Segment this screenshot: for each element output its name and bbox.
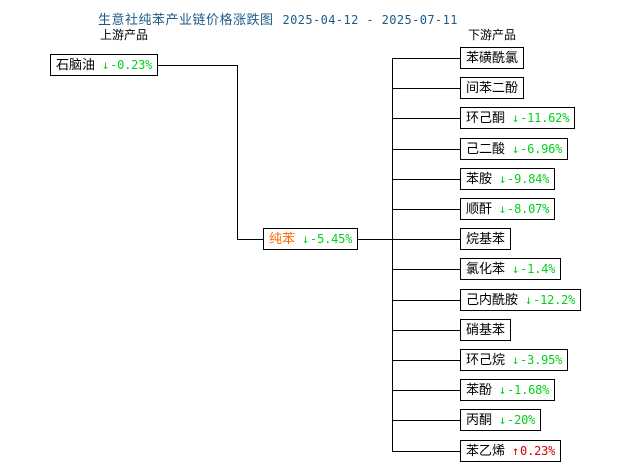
downstream-node[interactable]: 间苯二酚 (460, 77, 525, 99)
downstream-node[interactable]: 氯化苯 ↓-1.4% (460, 258, 562, 280)
line-branch-0 (392, 58, 460, 59)
line-upstream-horizontal (158, 65, 237, 66)
node-change: ↓-12.2% (525, 294, 575, 306)
line-branch-6 (392, 239, 460, 240)
downstream-node[interactable]: 环己烷 ↓-3.95% (460, 349, 569, 371)
downstream-node[interactable]: 苯酚 ↓-1.68% (460, 379, 556, 401)
line-branch-5 (392, 209, 460, 210)
node-change-value: -9.84% (507, 172, 550, 186)
node-change: ↓-6.96% (512, 143, 562, 155)
downstream-node[interactable]: 苯乙烯 ↑0.23% (460, 440, 562, 462)
arrow-up-icon: ↑ (512, 444, 520, 458)
arrow-down-icon: ↓ (302, 232, 310, 246)
line-branch-7 (392, 269, 460, 270)
line-branch-13 (392, 451, 460, 452)
downstream-node[interactable]: 苯磺酰氯 (460, 47, 525, 69)
arrow-down-icon: ↓ (499, 202, 507, 216)
node-change: ↓-0.23% (102, 59, 152, 71)
node-label: 己二酸 (466, 141, 506, 157)
downstream-node[interactable]: 环己酮 ↓-11.62% (460, 107, 576, 129)
arrow-down-icon: ↓ (512, 262, 520, 276)
node-label: 氯化苯 (466, 261, 506, 277)
arrow-down-icon: ↓ (102, 58, 110, 72)
node-change-value: -1.68% (507, 383, 550, 397)
node-change: ↓-11.62% (512, 112, 569, 124)
node-change: ↓-1.4% (512, 263, 555, 275)
arrow-down-icon: ↓ (499, 383, 507, 397)
node-change: ↓-20% (499, 414, 535, 426)
node-label: 丙酮 (466, 412, 493, 428)
node-change-value: -5.45% (310, 232, 353, 246)
arrow-down-icon: ↓ (525, 293, 533, 307)
date-range-label: 2025-04-12 - 2025-07-11 (282, 13, 458, 27)
line-branch-3 (392, 149, 460, 150)
upstream-node-naphtha[interactable]: 石脑油 ↓-0.23% (50, 54, 159, 76)
line-branch-4 (392, 179, 460, 180)
line-upstream-to-center (237, 239, 263, 240)
node-label: 石脑油 (56, 57, 96, 73)
node-change-value: -11.62% (520, 111, 570, 125)
node-label: 顺酐 (466, 201, 493, 217)
node-change-value: -6.96% (520, 142, 563, 156)
downstream-node[interactable]: 丙酮 ↓-20% (460, 409, 542, 431)
chart-title-row: 生意社纯苯产业链价格涨跌图 2025-04-12 - 2025-07-11 (98, 9, 458, 28)
page-title: 生意社纯苯产业链价格涨跌图 (98, 13, 274, 28)
node-label: 苯酚 (466, 382, 493, 398)
node-label: 间苯二酚 (466, 80, 519, 96)
node-label: 环己烷 (466, 352, 506, 368)
node-change-value: -8.07% (507, 202, 550, 216)
node-change-value: -1.4% (520, 262, 556, 276)
line-branch-12 (392, 420, 460, 421)
downstream-node[interactable]: 顺酐 ↓-8.07% (460, 198, 556, 220)
arrow-down-icon: ↓ (512, 111, 520, 125)
arrow-down-icon: ↓ (499, 413, 507, 427)
node-change-value: 0.23% (520, 444, 556, 458)
line-branch-10 (392, 360, 460, 361)
arrow-down-icon: ↓ (512, 353, 520, 367)
node-change: ↓-8.07% (499, 203, 549, 215)
node-change-value: -0.23% (110, 58, 153, 72)
node-label: 苯乙烯 (466, 443, 506, 459)
node-change-value: -12.2% (533, 293, 576, 307)
downstream-caption: 下游产品 (468, 28, 517, 42)
upstream-caption: 上游产品 (100, 28, 149, 42)
node-label: 苯磺酰氯 (466, 50, 519, 66)
line-branch-11 (392, 390, 460, 391)
line-branch-2 (392, 118, 460, 119)
line-center-to-trunk (358, 239, 392, 240)
node-change: ↓-1.68% (499, 384, 549, 396)
line-branch-1 (392, 88, 460, 89)
node-label: 己内酰胺 (466, 292, 519, 308)
downstream-node[interactable]: 烷基苯 (460, 228, 512, 250)
node-change: ↓-3.95% (512, 354, 562, 366)
node-label: 环己酮 (466, 110, 506, 126)
downstream-node[interactable]: 己二酸 ↓-6.96% (460, 138, 569, 160)
line-branch-9 (392, 330, 460, 331)
node-label: 烷基苯 (466, 231, 506, 247)
line-branch-8 (392, 300, 460, 301)
node-change: ↓-5.45% (302, 233, 352, 245)
node-change: ↑0.23% (512, 445, 555, 457)
line-trunk-vertical (392, 58, 393, 451)
node-label: 苯胺 (466, 171, 493, 187)
arrow-down-icon: ↓ (499, 172, 507, 186)
arrow-down-icon: ↓ (512, 142, 520, 156)
center-node-pure-benzene[interactable]: 纯苯 ↓-5.45% (263, 228, 359, 250)
line-upstream-vertical (237, 65, 238, 239)
node-label: 纯苯 (269, 231, 296, 247)
downstream-node[interactable]: 己内酰胺 ↓-12.2% (460, 289, 582, 311)
node-change: ↓-9.84% (499, 173, 549, 185)
downstream-node[interactable]: 苯胺 ↓-9.84% (460, 168, 556, 190)
node-change-value: -3.95% (520, 353, 563, 367)
node-label: 硝基苯 (466, 322, 506, 338)
node-change-value: -20% (507, 413, 536, 427)
downstream-node[interactable]: 硝基苯 (460, 319, 512, 341)
